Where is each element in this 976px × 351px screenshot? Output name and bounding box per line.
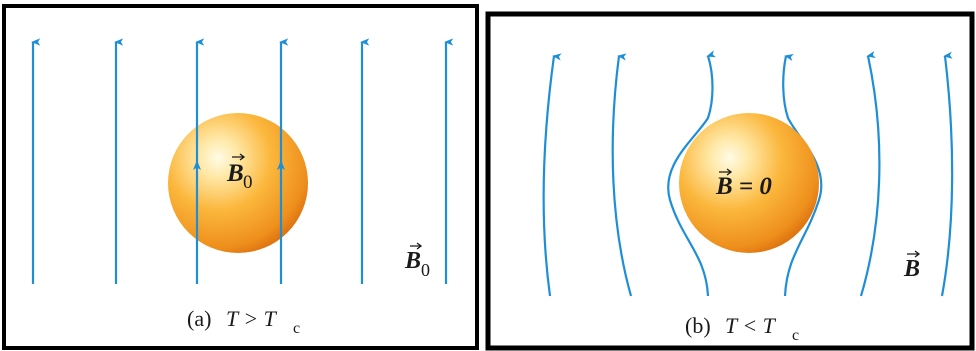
field-symbol: B bbox=[903, 256, 920, 282]
caption-subscript: c bbox=[792, 327, 799, 344]
caption-relation: T < T bbox=[725, 313, 777, 338]
field-symbol: B bbox=[226, 160, 244, 187]
vector-arrow-icon bbox=[719, 168, 733, 176]
field-line-inner-arrow bbox=[277, 160, 285, 170]
field-line bbox=[542, 53, 562, 297]
field-symbol: B bbox=[404, 248, 421, 274]
panel-b: B = 0 B (b) T < T c bbox=[485, 11, 975, 351]
caption-prefix: (a) bbox=[187, 306, 211, 331]
panel-b-outside-field-label: B bbox=[903, 250, 921, 282]
caption-relation: T > T bbox=[226, 306, 278, 331]
panel-a-caption: (a) T > T c bbox=[187, 306, 300, 337]
panel-a-field-lines-through bbox=[193, 38, 289, 284]
panel-b-sphere bbox=[679, 113, 819, 253]
panel-a-inside-field-label: B 0 bbox=[226, 153, 253, 193]
caption-subscript: c bbox=[293, 320, 300, 337]
field-line bbox=[667, 50, 716, 297]
panel-a: B 0 B 0 (a) T > T c bbox=[2, 4, 479, 350]
field-line bbox=[940, 51, 954, 297]
vector-arrow-icon bbox=[410, 242, 423, 250]
panel-b-caption: (b) T < T c bbox=[685, 313, 799, 344]
field-line bbox=[782, 53, 823, 297]
vector-arrow-icon bbox=[232, 153, 246, 161]
field-subscript: 0 bbox=[243, 172, 253, 193]
panel-a-field-lines-outer bbox=[31, 38, 454, 284]
panel-a-outside-field-label: B 0 bbox=[404, 242, 430, 280]
field-line bbox=[859, 50, 881, 297]
panel-b-inside-field-label: B = 0 bbox=[715, 168, 772, 200]
vector-arrow-icon bbox=[907, 250, 921, 258]
field-line bbox=[611, 53, 633, 297]
panel-b-field-lines bbox=[542, 50, 954, 297]
field-subscript: 0 bbox=[421, 260, 430, 280]
field-expression: B = 0 bbox=[715, 173, 772, 200]
panel-a-sphere bbox=[168, 113, 308, 253]
caption-prefix: (b) bbox=[685, 313, 711, 338]
field-line-inner-arrow bbox=[193, 160, 201, 170]
